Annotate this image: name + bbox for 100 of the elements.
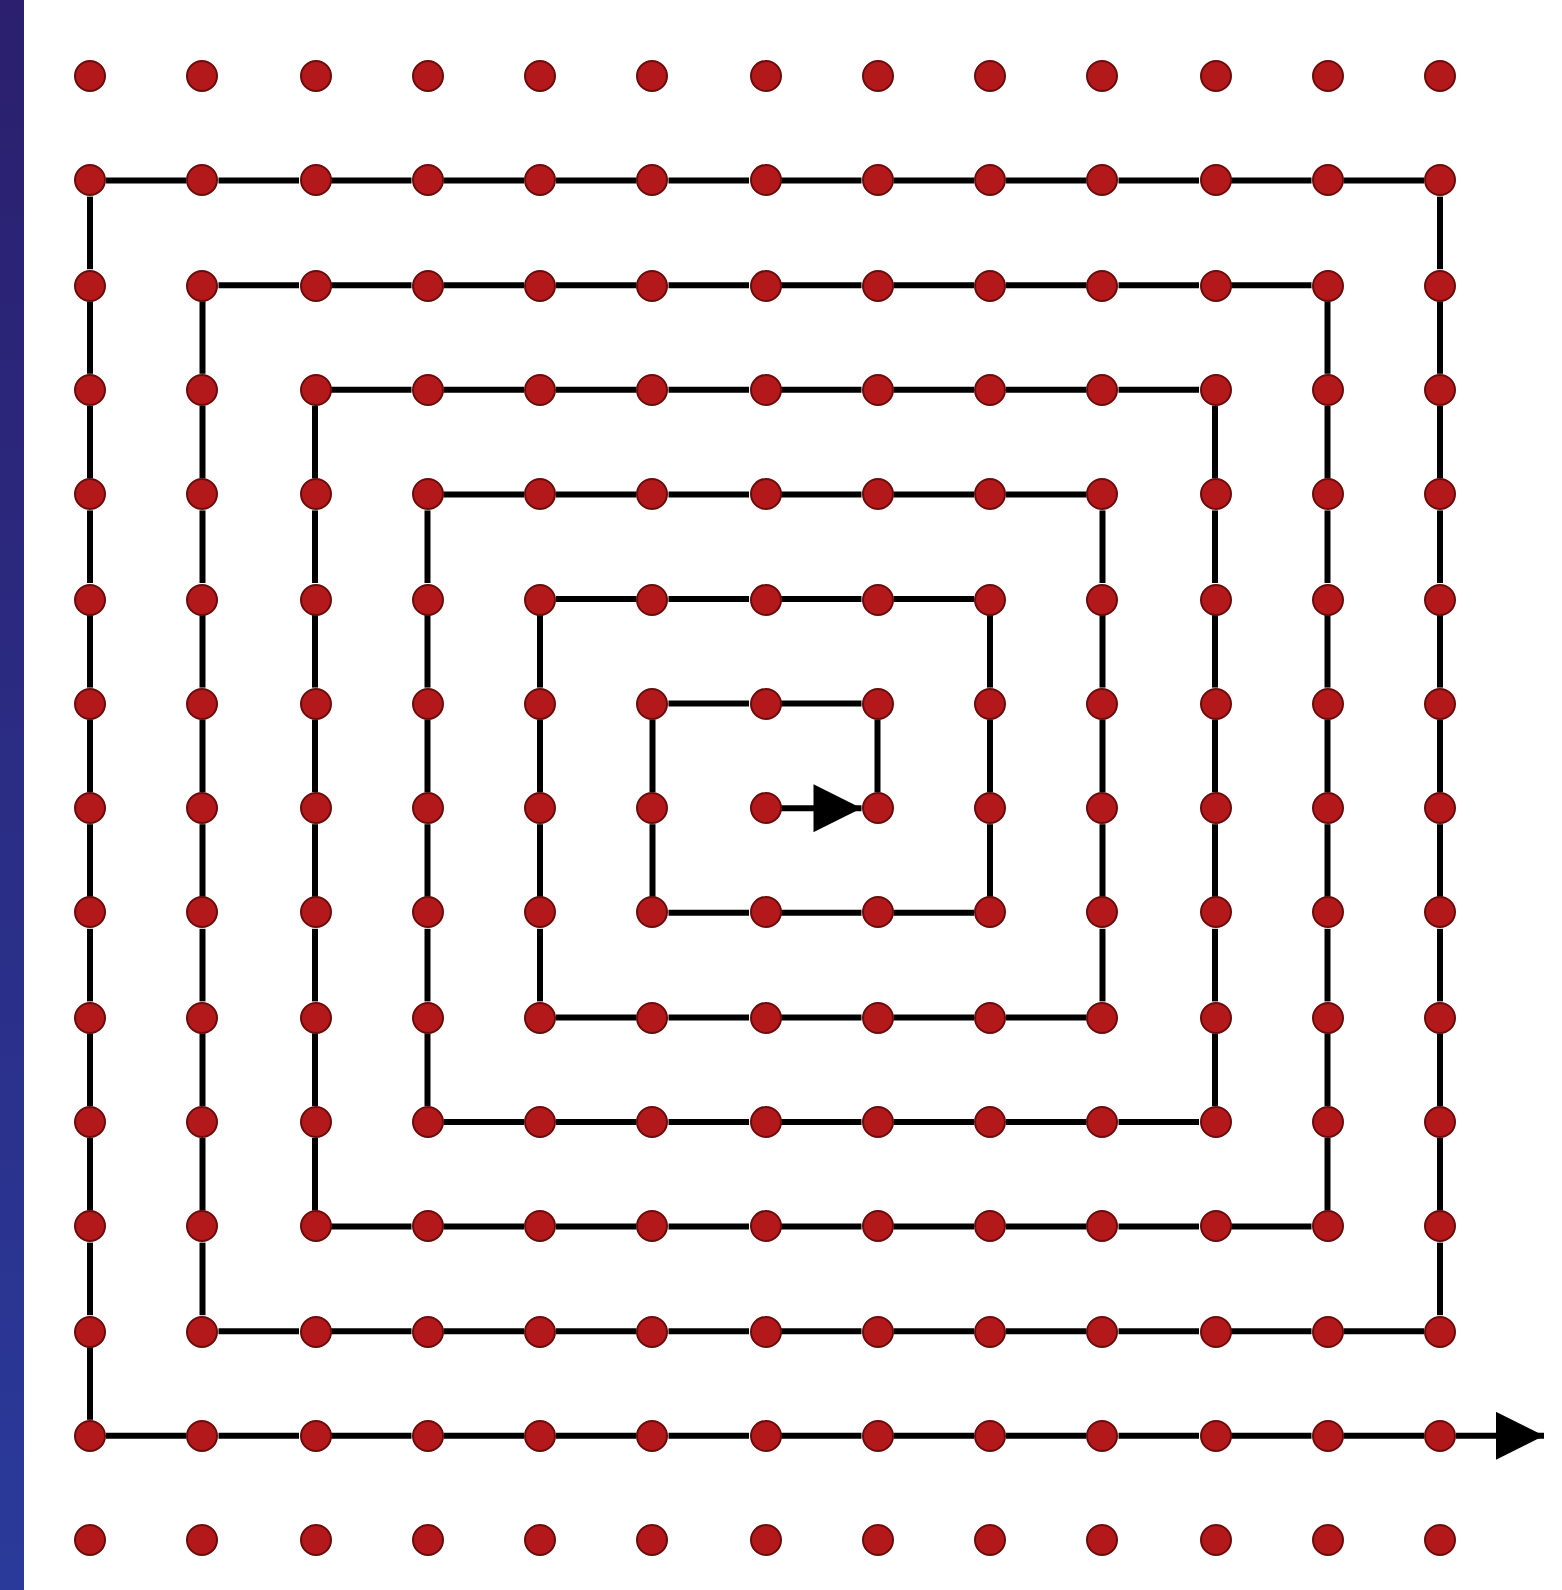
line <box>443 1223 524 1230</box>
line <box>87 719 93 793</box>
dot <box>974 1524 1006 1557</box>
line <box>556 1014 637 1021</box>
line <box>893 1223 974 1230</box>
line <box>668 491 749 498</box>
line <box>1118 282 1199 289</box>
dot <box>74 792 106 825</box>
dot <box>411 1106 444 1138</box>
line <box>1231 1328 1312 1335</box>
dot <box>749 896 781 929</box>
dot <box>749 164 781 197</box>
dot <box>299 1210 331 1243</box>
line <box>668 1432 749 1439</box>
line <box>556 491 637 498</box>
dot <box>1199 1001 1231 1034</box>
dot <box>524 896 556 929</box>
line <box>893 282 974 289</box>
dot <box>299 1419 331 1452</box>
dot <box>524 164 556 197</box>
dot <box>749 1001 781 1034</box>
line <box>1006 1432 1087 1439</box>
dot <box>1199 373 1231 406</box>
line <box>893 596 974 602</box>
line <box>424 510 431 583</box>
line <box>443 491 524 498</box>
dot <box>74 164 106 197</box>
line <box>218 282 299 289</box>
line <box>1437 615 1443 688</box>
line <box>1231 177 1312 184</box>
line <box>331 282 412 289</box>
line <box>987 824 993 897</box>
line <box>1118 1328 1199 1335</box>
line <box>1006 1119 1087 1125</box>
dot <box>299 373 331 406</box>
dot <box>1086 792 1119 825</box>
dot <box>1311 269 1344 302</box>
line <box>199 928 206 1002</box>
line <box>199 510 206 583</box>
dot <box>636 1210 669 1243</box>
dot <box>1424 478 1456 511</box>
dot <box>74 583 106 615</box>
dot <box>1199 1210 1231 1243</box>
line <box>424 824 431 897</box>
dot <box>411 373 444 406</box>
dot <box>1311 1419 1344 1452</box>
dot <box>74 1210 106 1243</box>
line <box>781 282 862 289</box>
dot <box>411 583 444 615</box>
dot <box>974 478 1006 511</box>
dot <box>974 164 1006 197</box>
line <box>312 405 318 479</box>
line <box>443 1328 524 1335</box>
dot <box>186 164 219 197</box>
dot <box>861 1210 894 1243</box>
line <box>668 282 749 289</box>
dot <box>74 60 106 92</box>
line <box>1324 301 1331 374</box>
dot <box>749 1106 781 1138</box>
dot <box>411 478 444 511</box>
line <box>199 1242 206 1316</box>
dot <box>411 1001 444 1034</box>
line <box>312 719 318 793</box>
dot <box>74 269 106 302</box>
dot <box>749 269 781 302</box>
dot <box>1311 373 1344 406</box>
dot <box>411 687 444 720</box>
dot <box>1424 60 1456 92</box>
line <box>781 909 862 916</box>
dot <box>1086 373 1119 406</box>
dot <box>524 269 556 302</box>
line <box>1437 405 1443 479</box>
line <box>87 510 93 583</box>
dot <box>1199 269 1231 302</box>
line <box>1212 1033 1218 1106</box>
dot <box>524 1315 556 1348</box>
line <box>893 177 974 184</box>
dot <box>1199 1524 1231 1557</box>
dot <box>1199 1315 1231 1348</box>
dot <box>411 1315 444 1348</box>
line <box>1437 196 1443 270</box>
line <box>312 928 318 1002</box>
dot <box>74 896 106 929</box>
dot <box>524 792 556 825</box>
dot <box>1311 164 1344 197</box>
line <box>668 700 749 707</box>
line <box>199 719 206 793</box>
dot <box>1086 1315 1119 1348</box>
line <box>781 700 862 707</box>
dot <box>524 1001 556 1034</box>
line <box>87 1347 93 1420</box>
line <box>556 282 637 289</box>
line <box>312 1033 318 1106</box>
line <box>443 1119 524 1125</box>
line <box>649 824 656 897</box>
dot <box>1086 478 1119 511</box>
line <box>1006 1014 1087 1021</box>
line <box>1343 177 1424 184</box>
line <box>443 177 524 184</box>
line <box>424 615 431 688</box>
